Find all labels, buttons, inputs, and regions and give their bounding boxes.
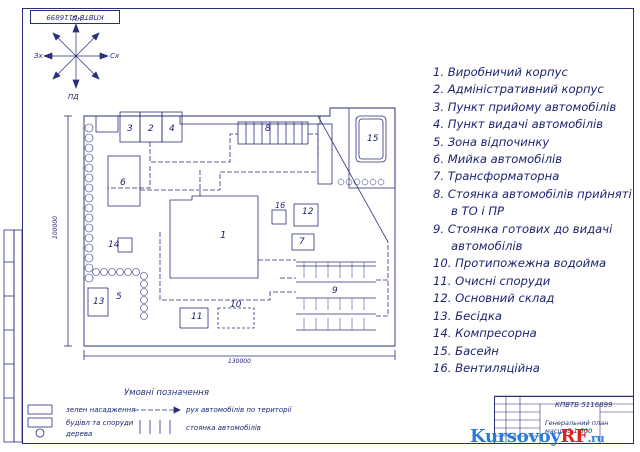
zone-3-label: 3	[127, 124, 133, 134]
symbol-parking-label: стоянка автомобілів	[186, 424, 261, 432]
zone-1-label: 1	[220, 230, 227, 241]
explication-item: 7. Трансформаторна	[433, 169, 560, 184]
site-diagonal	[317, 115, 389, 243]
explication-item: 15. Басейн	[433, 343, 499, 358]
explication-item: 9. Стоянка готових до видачі	[433, 221, 613, 236]
parking-9	[296, 261, 376, 331]
zone-14-label: 14	[108, 240, 120, 250]
explication-item: 14. Компресорна	[433, 326, 537, 341]
explication-item: 11. Очисні споруди	[433, 273, 551, 288]
zone-15-label: 15	[367, 134, 379, 144]
zone-5-label: 5	[116, 292, 122, 302]
explication-item-continued: в ТО і ПР	[451, 204, 505, 219]
zone-16-label: 16	[275, 201, 286, 210]
zone-9-label: 9	[332, 286, 338, 296]
drawing-frame	[22, 8, 634, 444]
zone-2-label: 2	[148, 124, 154, 134]
explication-item: 2. Адміністративний корпус	[433, 82, 604, 97]
compass-rose	[43, 23, 109, 89]
symbols-legend	[27, 404, 181, 438]
explication-item: 12. Основний склад	[433, 291, 555, 306]
compass-west: Зх	[34, 52, 43, 60]
title-block-code: КПВТБ 5116899	[555, 401, 613, 409]
zone-4-label: 4	[169, 124, 175, 134]
zone-8-label: 8	[265, 124, 271, 134]
symbol-buildings-label: будівл та споруди	[66, 419, 134, 427]
green-pool-area	[348, 107, 396, 189]
building-13	[87, 287, 109, 317]
compass-east: Сх	[110, 52, 120, 60]
traffic-route	[108, 133, 389, 317]
title-block: КПВТБ 5116899 Генеральний план масшаб 1:…	[494, 396, 634, 444]
parking-8	[237, 121, 309, 145]
height-dimension-label: 100000	[51, 216, 59, 239]
building-14	[117, 237, 133, 253]
compass-south: ПД	[68, 93, 79, 101]
symbol-green-label: зелен насадження	[66, 406, 136, 414]
building-12	[293, 203, 319, 227]
zone-6-label: 6	[120, 178, 126, 188]
explication-item: 1. Виробничий корпус	[433, 65, 568, 79]
building-15	[355, 115, 387, 163]
symbol-trees-label: дерева	[66, 430, 93, 438]
explication-item: 5. Зона відпочинку	[433, 134, 550, 149]
explication-item: 16. Вентиляційна	[433, 360, 540, 375]
explication-item: 8. Стоянка автомобілів прийняті	[433, 186, 632, 201]
watermark-logo: KursovoyRF.ru	[470, 426, 605, 447]
explication-item-continued: автомобілів	[451, 239, 523, 254]
building-11	[179, 307, 209, 329]
symbols-title: Умовні позначення	[124, 388, 209, 398]
zone-13-label: 13	[93, 297, 105, 307]
explication-item: 10. Протипожежна водойма	[433, 256, 607, 271]
building-4	[161, 111, 183, 143]
building-10	[217, 307, 255, 329]
explication-item: 3. Пункт прийому автомобілів	[433, 99, 617, 114]
explication-item: 6. Мийка автомобілів	[433, 152, 563, 167]
building-6	[107, 155, 141, 207]
zone-11-label: 11	[191, 312, 203, 322]
building-1	[169, 195, 259, 279]
explication-item: 13. Бесідка	[433, 308, 502, 323]
explication-item: 4. Пункт видачі автомобілів	[433, 117, 604, 132]
compass-north: Пн	[72, 15, 82, 23]
zone-12-label: 12	[302, 207, 314, 217]
tree-row-left	[84, 123, 148, 320]
zone-10-label: 10	[230, 300, 242, 310]
building-7	[291, 233, 315, 251]
symbol-traffic-label: рух автомобілів по території	[186, 406, 292, 414]
explication-list: 1. Виробничий корпус 2. Адміністративний…	[433, 64, 633, 377]
green-strip-top	[95, 115, 119, 133]
title-block-name: Генеральний план масшаб 1:500	[545, 419, 609, 435]
zone-7-label: 7	[299, 237, 305, 247]
building-16	[271, 209, 287, 225]
width-dimension-label: 130000	[228, 358, 251, 365]
